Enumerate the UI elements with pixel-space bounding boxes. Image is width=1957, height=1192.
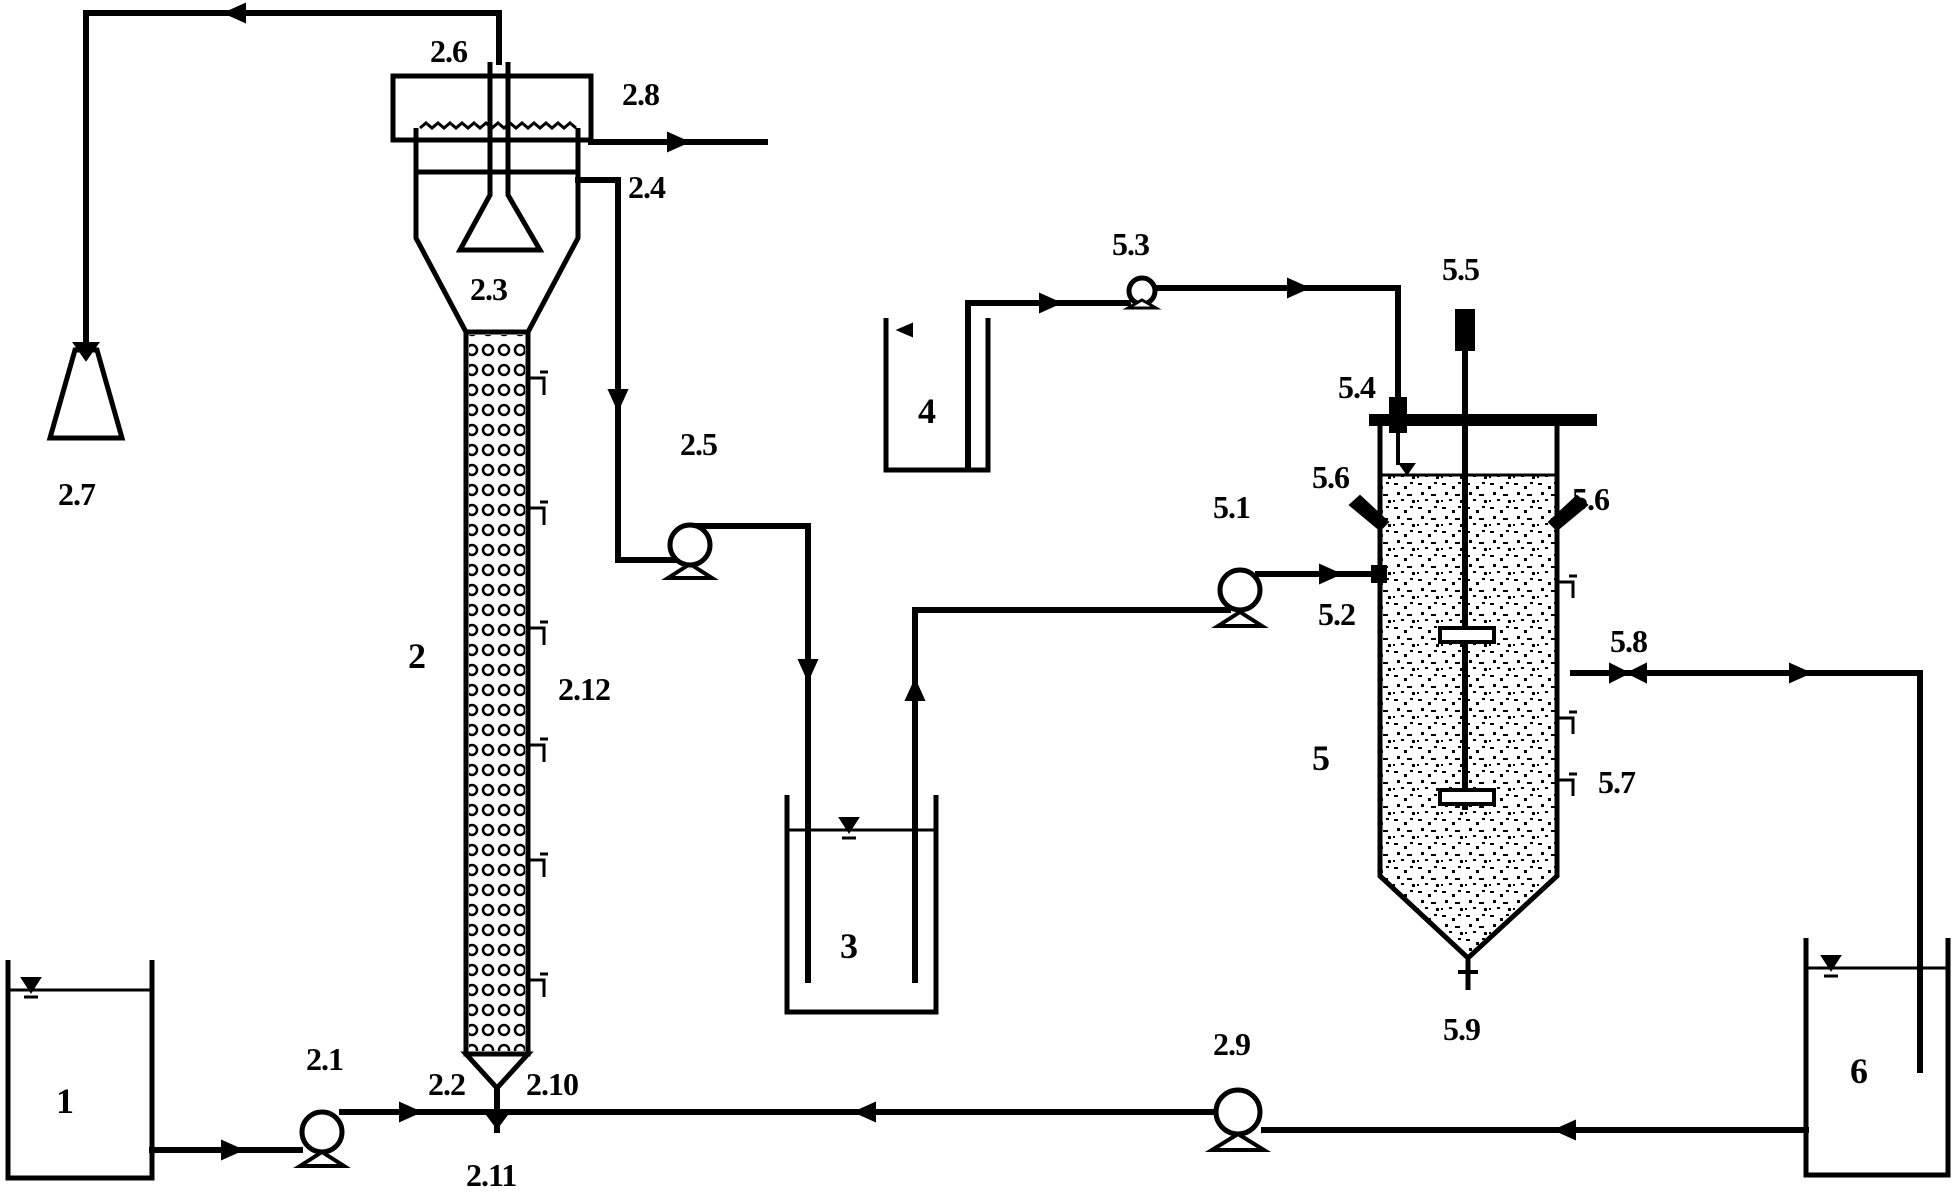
pump-2-9	[1204, 1087, 1272, 1152]
label-2-3: 2.3	[470, 271, 507, 307]
label-5-2: 5.2	[1318, 596, 1355, 632]
label-5-7: 5.7	[1598, 764, 1636, 800]
labels: 1 2 3 4 5 6 2.1 2.2 2.3 2.4 2.5 2.6 2.7 …	[56, 33, 1868, 1192]
label-5: 5	[1312, 738, 1330, 778]
label-5-3: 5.3	[1112, 226, 1149, 262]
flow-arrows	[221, 2, 1813, 1161]
sampling-taps	[528, 370, 548, 997]
tank-4	[883, 318, 991, 473]
valve-2-11	[486, 1115, 508, 1130]
pipework	[83, 10, 1923, 1153]
label-5-1: 5.1	[1213, 489, 1250, 525]
label-5-5: 5.5	[1442, 251, 1479, 287]
label-2-4: 2.4	[628, 169, 666, 205]
label-2-12: 2.12	[558, 671, 610, 707]
label-5-4: 5.4	[1338, 369, 1376, 405]
pump-5-3	[1122, 275, 1162, 310]
label-2: 2	[408, 636, 426, 676]
label-2-6: 2.6	[430, 33, 468, 69]
pump-5-1	[1211, 567, 1269, 628]
label-5-6-right: 5.6	[1572, 481, 1610, 517]
label-2-1: 2.1	[306, 1041, 343, 1077]
label-2-5: 2.5	[680, 426, 717, 462]
label-2-8: 2.8	[622, 76, 659, 112]
label-5-8: 5.8	[1610, 623, 1647, 659]
label-6: 6	[1850, 1051, 1868, 1091]
label-3: 3	[840, 926, 858, 966]
pump-2-1	[293, 1109, 351, 1168]
tank-6	[1803, 938, 1951, 1178]
tank-1	[5, 960, 155, 1181]
gas-flask-2-7	[46, 342, 126, 441]
label-2-7: 2.7	[58, 476, 96, 512]
label-2-11: 2.11	[466, 1157, 516, 1192]
label-2-2: 2.2	[428, 1066, 465, 1102]
label-1: 1	[56, 1081, 74, 1121]
label-5-6-left: 5.6	[1312, 459, 1350, 495]
column-2	[390, 62, 594, 1092]
tank-3	[784, 795, 939, 1015]
label-2-10: 2.10	[526, 1066, 578, 1102]
pump-2-5	[661, 522, 719, 580]
valve-5-8	[1609, 662, 1647, 684]
label-4: 4	[918, 391, 936, 431]
label-2-9: 2.9	[1213, 1026, 1250, 1062]
reactor-5	[1348, 309, 1597, 990]
label-5-9: 5.9	[1443, 1011, 1480, 1047]
